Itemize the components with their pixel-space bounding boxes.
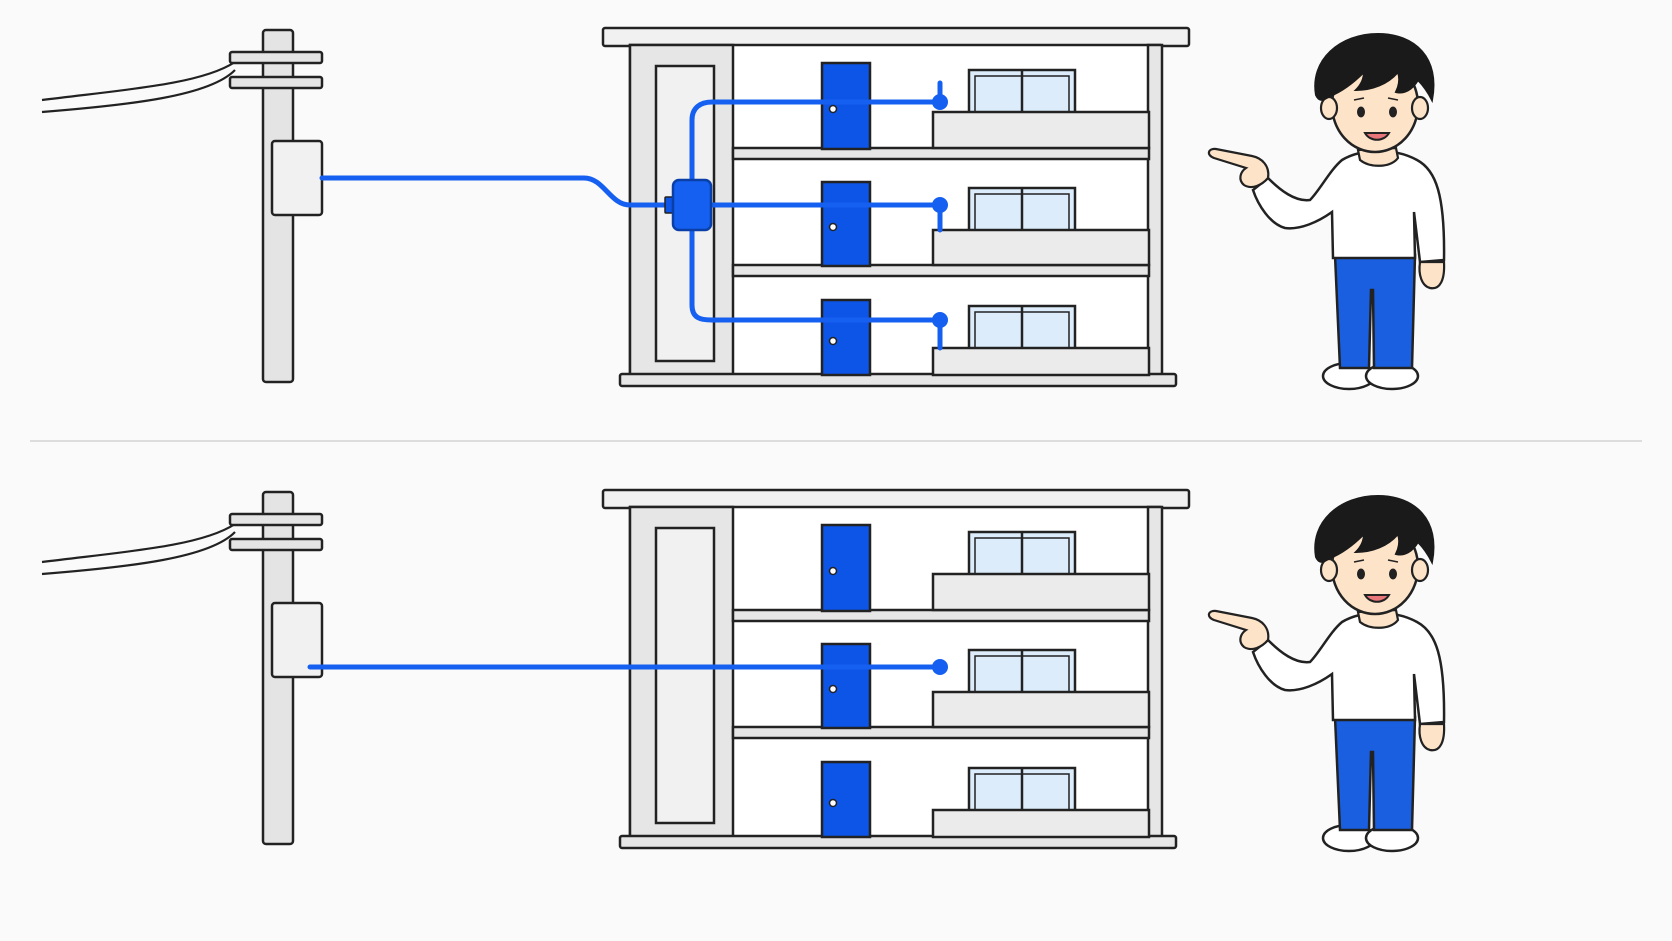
outlet-dot-floor-2 [932, 197, 948, 213]
boy-pointing-icon [1207, 494, 1446, 853]
boy-pointing-icon [1207, 32, 1446, 391]
top-panel-shared-distribution [40, 26, 1446, 391]
outlet-dot-floor-3 [932, 312, 948, 328]
outlet-dot-floor-1 [932, 94, 948, 110]
junction-box-icon [664, 178, 713, 232]
utility-pole-icon [40, 28, 324, 384]
outlet-dot-floor-2 [932, 659, 948, 675]
bottom-panel-direct-line [40, 488, 1446, 853]
utility-pole-icon [40, 490, 324, 846]
